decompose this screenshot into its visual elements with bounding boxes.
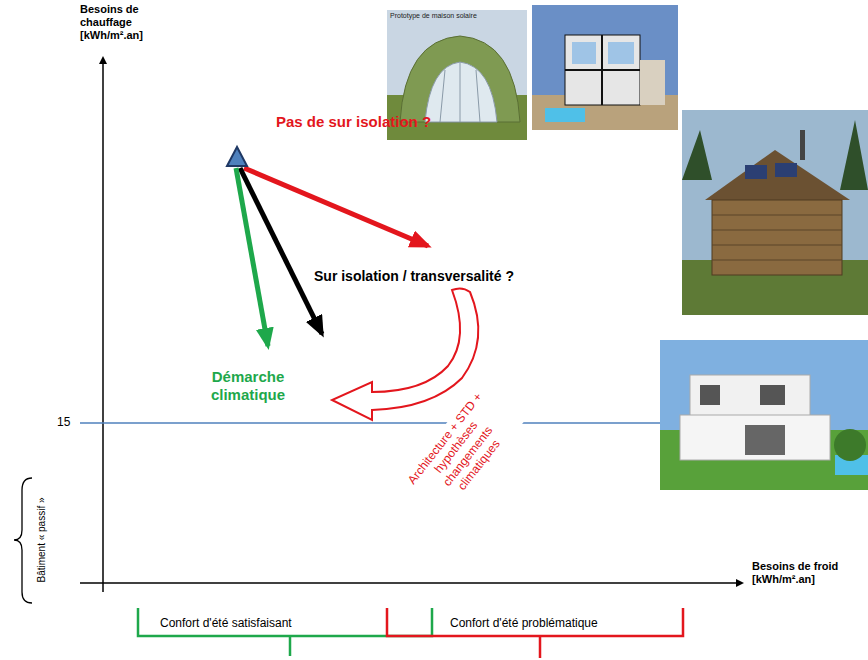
photo-render bbox=[532, 5, 678, 130]
path-label: Démarche climatique bbox=[192, 368, 304, 404]
range-label: Confort d'été satisfaisant bbox=[160, 616, 292, 630]
y-axis bbox=[102, 58, 104, 592]
brace bbox=[14, 478, 32, 603]
green-arrow bbox=[236, 168, 268, 346]
x-axis-label: Besoins de froid [kWh/m².an] bbox=[752, 560, 856, 586]
path-label: Sur isolation / transversalité ? bbox=[314, 268, 514, 285]
axis-value: 15 bbox=[57, 415, 70, 429]
curved-arrow bbox=[332, 288, 478, 420]
path-label: Pas de sur isolation ? bbox=[276, 113, 431, 131]
range-label: Bâtiment « passif » bbox=[36, 497, 48, 582]
photo-modern-house bbox=[660, 340, 868, 490]
photo-caption: Prototype de maison solaire bbox=[390, 12, 477, 20]
threshold-line bbox=[80, 422, 660, 424]
x-axis bbox=[75, 582, 742, 584]
y-axis-label: Besoins de chauffage [kWh/m².an] bbox=[80, 3, 160, 43]
photo-log-house bbox=[682, 110, 868, 315]
start-triangle bbox=[227, 147, 247, 166]
range-label: Confort d'été problématique bbox=[450, 616, 598, 630]
red-bracket bbox=[387, 608, 683, 658]
